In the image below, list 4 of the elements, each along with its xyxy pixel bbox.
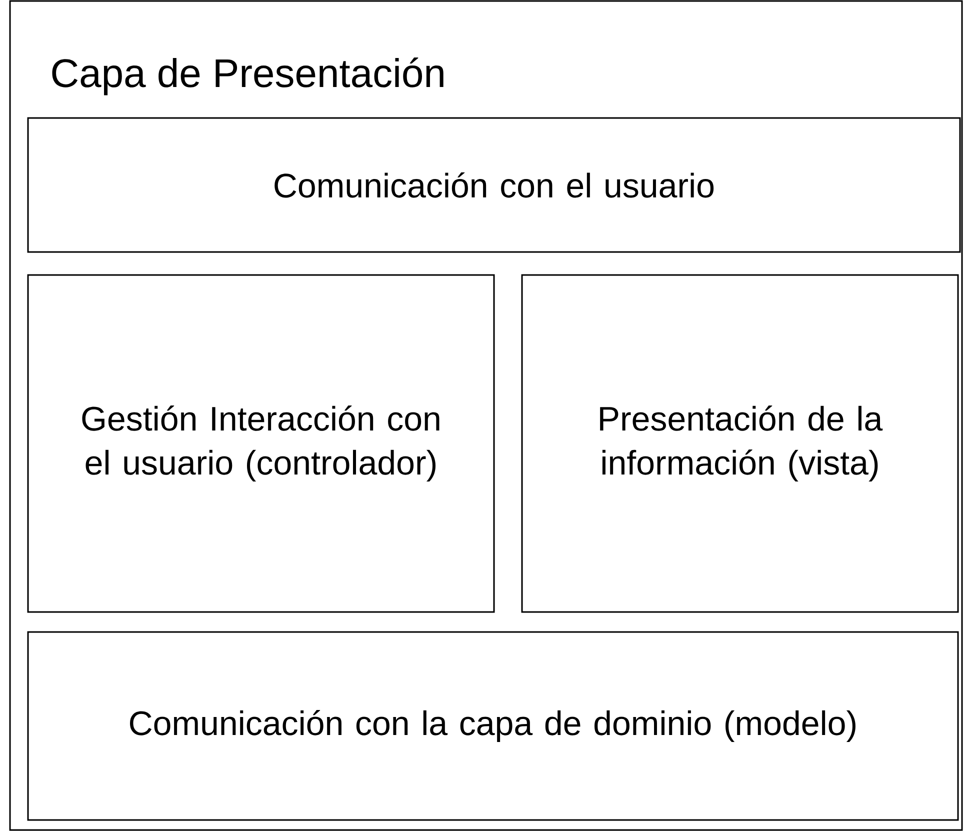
component-box: Gestión Interacción con el usuario (controlador) <box>27 274 495 613</box>
component-box: Presentación de la información (vista) <box>521 274 959 613</box>
component-box: Comunicación con la capa de dominio (modelo) <box>27 631 959 821</box>
component-box: Comunicación con el usuario <box>27 117 961 253</box>
